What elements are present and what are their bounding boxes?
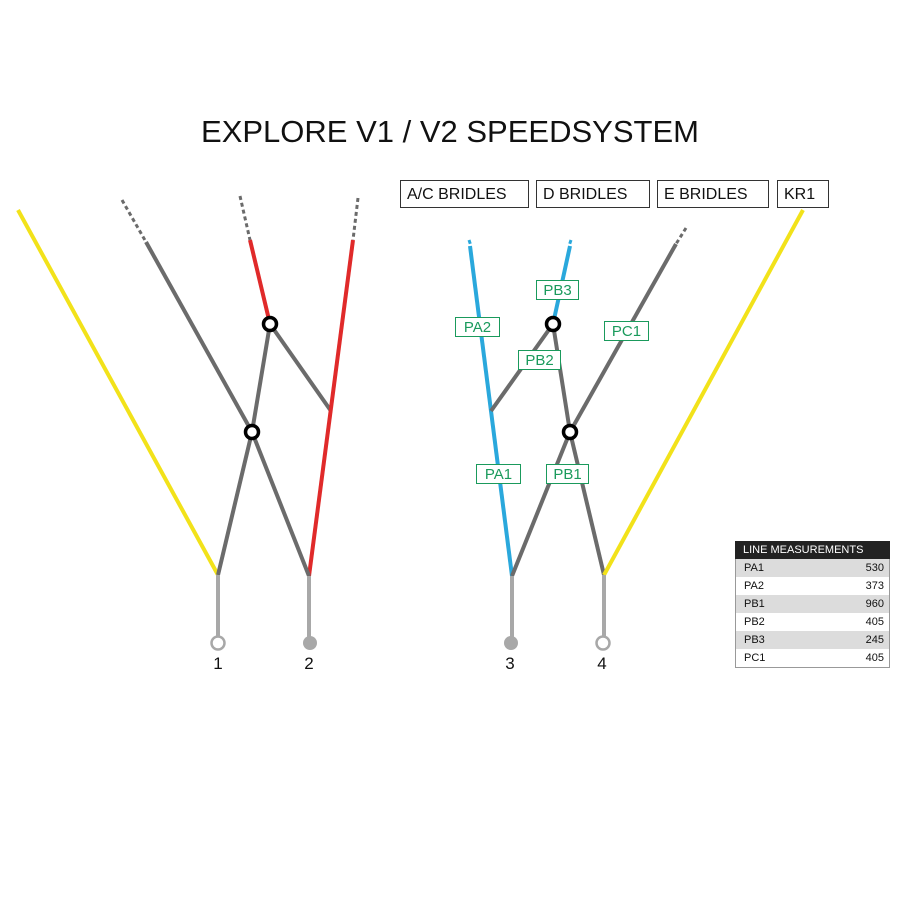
header-kr1: KR1 [777,180,829,208]
header-ac-bridles: A/C BRIDLES [400,180,529,208]
left-grey-dashed-a [120,199,148,243]
left-yellow-line [16,209,220,576]
table-row: PA2 373 [735,577,890,595]
row-value: 960 [865,598,884,610]
row-value: 245 [865,634,884,646]
right-upper-pulley-ring [544,315,562,333]
row-name: PB3 [744,634,765,646]
line-measurements-heading: LINE MEASUREMENTS [735,541,890,559]
right-grey-dashed-e [674,227,688,245]
left-grey-line-a [144,241,254,433]
row-name: PB1 [744,598,765,610]
segment-label-pa2: PA2 [455,317,500,337]
left-grey-dashed-c [351,197,360,241]
segment-label-pa1: PA1 [476,464,521,484]
row-value: 530 [865,562,884,574]
right-grey-pb1-left [510,431,572,577]
left-upper-pulley-ring [261,315,279,333]
left-grey-to-handle-2 [250,431,311,577]
segment-label-pb1: PB1 [546,464,589,484]
left-grey-dashed-b [238,195,252,241]
left-lower-pulley-ring [243,423,261,441]
right-grey-pb1-right [568,431,606,576]
right-yellow-line [602,209,805,576]
header-d-bridles: D BRIDLES [536,180,650,208]
header-e-bridles: E BRIDLES [657,180,769,208]
handle-number-1: 1 [213,654,223,673]
row-name: PA1 [744,562,764,574]
row-value: 405 [865,616,884,628]
table-row: PC1 405 [735,649,890,668]
table-row: PB2 405 [735,613,890,631]
handle-number-4: 4 [597,654,607,673]
left-grey-ring-link [250,323,272,433]
table-row: PA1 530 [735,559,890,577]
left-grey-ring-branch [268,322,333,413]
table-row: PB3 245 [735,631,890,649]
left-red-line-main [307,239,355,577]
segment-label-pb2: PB2 [518,350,561,370]
segment-label-pb3: PB3 [536,280,579,300]
table-row: PB1 960 [735,595,890,613]
handle-3-marker [504,636,518,650]
row-name: PA2 [744,580,764,592]
left-grey-to-handle-1 [216,431,254,576]
right-lower-pulley-ring [561,423,579,441]
left-red-line-upper [248,239,272,325]
diagram-title: EXPLORE V1 / V2 SPEEDSYSTEM [201,114,699,149]
handle-4-marker [595,635,611,651]
line-measurements-table: LINE MEASUREMENTS PA1 530 PA2 373 PB1 96… [735,541,890,668]
segment-label-pc1: PC1 [604,321,649,341]
handle-2-marker [303,636,317,650]
handle-number-2: 2 [304,654,314,673]
row-name: PB2 [744,616,765,628]
line-measurements-body: PA1 530 PA2 373 PB1 960 PB2 405 PB3 245 … [735,559,890,668]
right-blue-dashed [467,239,473,247]
row-value: 373 [865,580,884,592]
right-grey-ring-link [551,323,572,433]
right-blue-dashed-b [567,239,573,247]
row-value: 405 [865,652,884,664]
row-name: PC1 [744,652,766,664]
handle-1-marker [210,635,226,651]
handle-number-3: 3 [505,654,515,673]
